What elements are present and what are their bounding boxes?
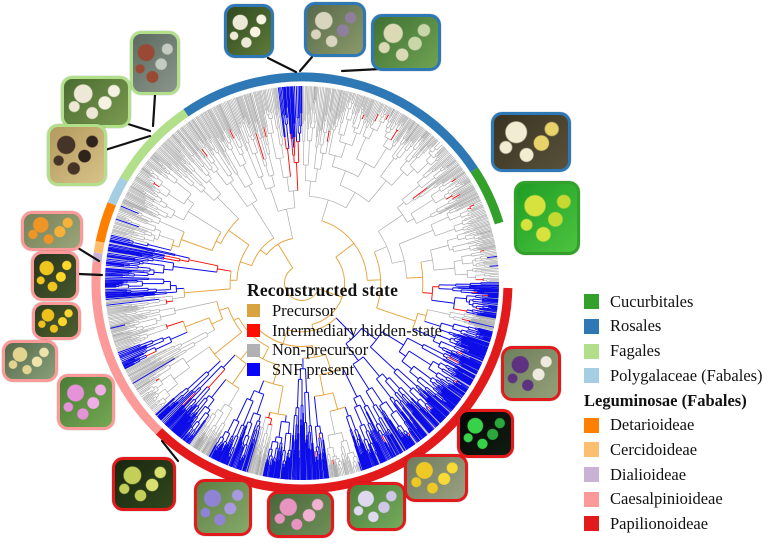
legend-item-label: Precursor <box>272 300 336 320</box>
legend-item-label: SNF present <box>272 359 355 379</box>
ring-arc-detarioideae <box>95 202 116 243</box>
photo-connector <box>160 439 180 463</box>
photo-red-shoot-shrub <box>130 31 180 95</box>
legend-item-caesalpinioideae: Caesalpinioideae <box>584 489 763 509</box>
legend-item-label: Dialioideae <box>610 464 687 484</box>
legend-item-detarioideae: Detarioideae <box>584 415 763 435</box>
legend-item-label: Rosales <box>610 316 662 336</box>
dialioideae-swatch <box>584 467 599 483</box>
photo-yellow-flowers-dark <box>31 251 79 301</box>
photo-pink-flower-spikes <box>267 491 334 538</box>
photo-white-flower-shrub <box>224 4 274 58</box>
legend-item-dialioideae: Dialioideae <box>584 464 763 484</box>
ring-arc-cucurbitales <box>470 167 504 225</box>
legend-item-label: Cercidoideae <box>610 439 698 459</box>
fagales-swatch <box>584 343 599 359</box>
cercidoideae-swatch <box>584 442 599 458</box>
rosales-swatch <box>584 318 599 334</box>
photo-connector <box>76 246 101 263</box>
legend-item-snf-present: SNF present <box>247 360 442 380</box>
photo-white-lavender-flower <box>347 482 406 531</box>
detarioideae-swatch <box>584 417 599 433</box>
photo-yellow-clover-flowers <box>404 454 468 502</box>
ring-arc-fagales <box>120 109 189 182</box>
legend-item-intermediary: Intermediary hidden-state <box>247 321 442 341</box>
ring-arc-polygalaceae <box>107 177 128 206</box>
tree-branches <box>104 85 500 481</box>
photo-white-pompom-flowers <box>61 76 131 128</box>
non-precursor-swatch <box>247 343 260 357</box>
photo-white-mountain-avens <box>491 112 571 172</box>
legend-item-papilionoideae: Papilionoideae <box>584 513 763 533</box>
photo-fluorescent-root-nodules <box>457 409 514 458</box>
reconstructed-state-legend: Reconstructed state Precursor Intermedia… <box>247 280 442 380</box>
legend-item-cercidoideae: Cercidoideae <box>584 439 763 459</box>
photo-greenish-bird-flowers <box>112 457 176 511</box>
ring-arc-caesalpinioideae <box>91 261 163 435</box>
photo-connector <box>340 67 382 73</box>
cucurbitales-swatch <box>584 294 599 310</box>
photo-purple-lupines <box>194 479 252 536</box>
photo-connector <box>103 134 152 152</box>
ring-arc-rosales <box>183 72 478 173</box>
legend-item-label: Fagales <box>610 341 661 361</box>
ring-arc-cercidoideae <box>93 241 105 254</box>
photo-alder-cones <box>47 124 107 186</box>
photo-connector <box>126 122 152 133</box>
photo-green-shrub-pale-blooms <box>371 14 441 71</box>
photo-connector <box>151 93 157 128</box>
legend-item-label: Intermediary hidden-state <box>272 320 442 340</box>
photo-connector <box>77 272 104 277</box>
intermediary-swatch <box>247 324 260 338</box>
legend-item-cucurbitales: Cucurbitales <box>584 291 763 311</box>
photo-yellow-flower-cluster <box>32 302 81 340</box>
caesalpinioideae-swatch <box>584 491 599 507</box>
photo-purple-white-vetch <box>501 346 561 401</box>
ring-arc-papilionoideae <box>155 287 513 494</box>
papilionoideae-swatch <box>584 516 599 532</box>
legend-item-fagales: Fagales <box>584 341 763 361</box>
legend-item-rosales: Rosales <box>584 316 763 336</box>
taxa-ring <box>91 72 513 494</box>
photo-pale-catkin-spikes <box>2 340 58 382</box>
legend-item-label: Papilionoideae <box>610 513 709 533</box>
legend-item-non-precursor: Non-precursor <box>247 340 442 360</box>
legend-item-precursor: Precursor <box>247 301 442 321</box>
legend-item-label: Cucurbitales <box>610 291 694 311</box>
photo-yellow-green-flowers <box>514 181 580 255</box>
photo-pale-flowered-shrub <box>304 2 366 57</box>
legend-item-label: Non-precursor <box>272 340 369 360</box>
photo-orange-flowers <box>21 211 83 251</box>
precursor-swatch <box>247 304 260 318</box>
legend-item-polygalaceae: Polygalaceae (Fabales) <box>584 365 763 385</box>
taxa-legend: Cucurbitales Rosales Fagales Polygalacea… <box>584 291 763 541</box>
connector-lines <box>76 55 382 463</box>
ring-arc-dialioideae <box>92 252 103 262</box>
leguminosae-heading: Leguminosae (Fabales) <box>584 390 747 410</box>
photo-connector <box>266 56 298 74</box>
legend-item-label: Caesalpinioideae <box>610 489 723 509</box>
legend-item-label: Polygalaceae (Fabales) <box>610 365 763 385</box>
snf-present-swatch <box>247 363 260 377</box>
legend-item-label: Detarioideae <box>610 415 695 435</box>
photo-pink-mimosa-puff <box>57 374 115 430</box>
polygalaceae-swatch <box>584 368 599 384</box>
photo-connector <box>298 55 314 73</box>
legend-title: Reconstructed state <box>247 280 399 300</box>
